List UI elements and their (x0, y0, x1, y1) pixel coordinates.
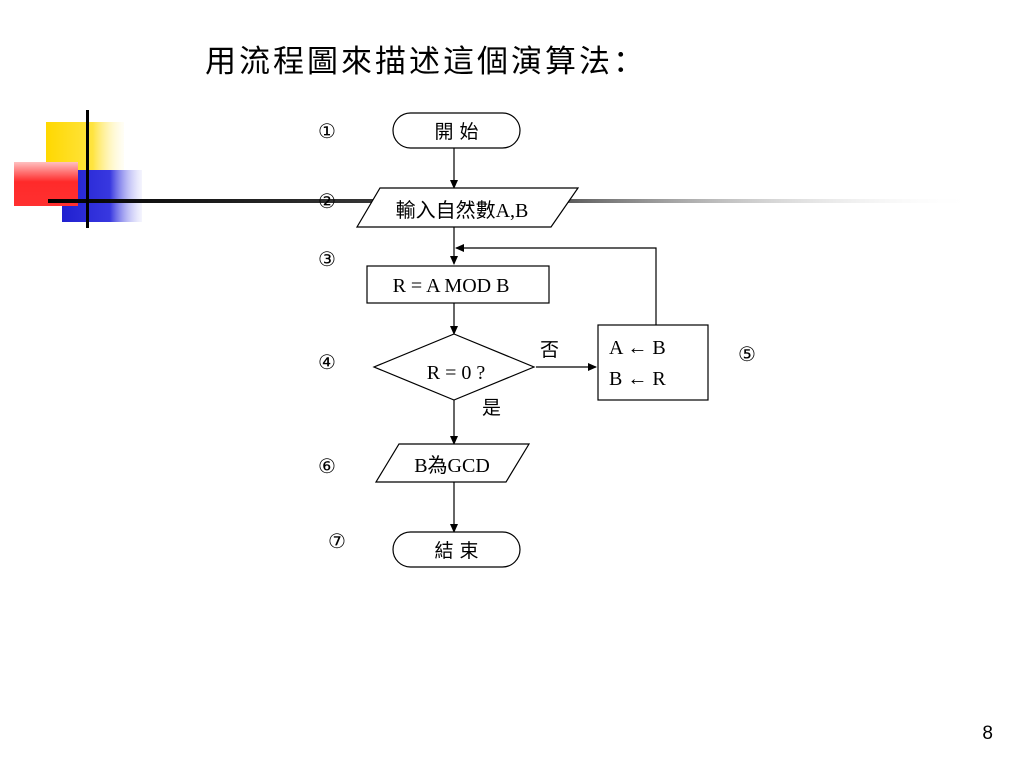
page-number: 8 (982, 723, 993, 744)
decision-label: R = 0 ? (427, 362, 486, 384)
swap-label-line2: B ← R (609, 368, 666, 390)
end-label: 結 束 (434, 540, 478, 562)
input-parallelogram (355, 187, 580, 228)
start-terminator (392, 112, 521, 149)
step-marker-5: ⑤ (738, 344, 756, 366)
end-terminator (392, 531, 521, 568)
output-label: B為GCD (414, 454, 490, 477)
step-marker-7: ⑦ (328, 531, 346, 553)
branch-no-label: 否 (540, 339, 559, 361)
step-marker-6: ⑥ (318, 456, 336, 478)
step-marker-1: ① (318, 121, 336, 143)
slide-title: 用流程圖來描述這個演算法： (205, 44, 647, 80)
swap-process-box (597, 324, 709, 401)
step-marker-3: ③ (318, 249, 336, 271)
deco-red-square (14, 162, 78, 206)
step-marker-2: ② (318, 191, 336, 213)
input-label: 輸入自然數A,B (396, 199, 529, 222)
step-marker-4: ④ (318, 352, 336, 374)
mod-process-box (366, 265, 550, 304)
swap-label-line1: A ← B (609, 337, 666, 359)
deco-vertical-line (86, 110, 89, 228)
mod-label: R = A MOD B (393, 275, 510, 297)
loop-back-line (455, 244, 657, 325)
branch-yes-label: 是 (482, 397, 501, 419)
output-parallelogram (374, 443, 531, 483)
input-label-text: 輸入自然數A,B (396, 199, 529, 222)
start-label: 開 始 (434, 121, 478, 143)
